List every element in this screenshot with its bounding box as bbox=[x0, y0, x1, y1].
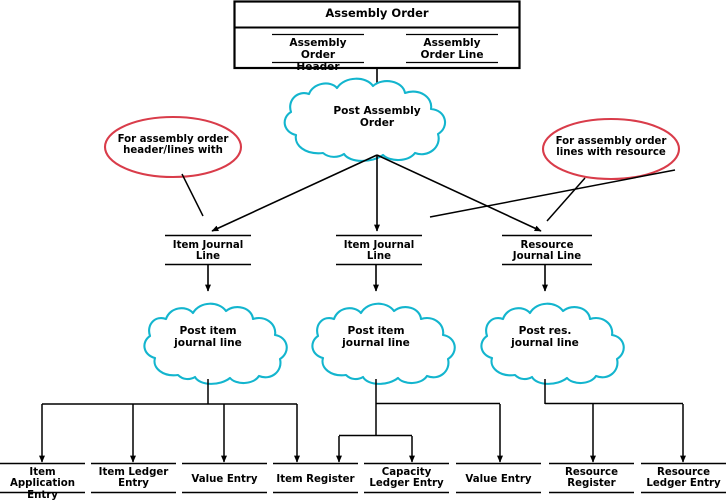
journal-line-2-rules bbox=[336, 234, 422, 292]
connector-bus-item-journal-1 bbox=[39, 379, 300, 463]
annotation-ellipse-header-lines bbox=[103, 115, 243, 217]
annotation-ellipse-lines-resource bbox=[541, 117, 681, 222]
cloud-post-assembly-order bbox=[283, 77, 447, 162]
resource-journal-line-rules bbox=[502, 234, 592, 292]
ledger-entry-rules bbox=[0, 462, 726, 494]
connector-resource-annotation-cross bbox=[429, 169, 676, 218]
cloud-post-res-journal-line bbox=[480, 302, 625, 385]
connector-bus-item-journal-2 bbox=[336, 379, 503, 463]
journal-line-1-rules bbox=[165, 234, 251, 292]
connector-post-assembly-to-resource-journal bbox=[376, 154, 542, 232]
assembly-order-box bbox=[233, 0, 521, 70]
cloud-post-item-journal-line-2 bbox=[311, 302, 456, 385]
connector-bus-resource-journal bbox=[544, 379, 686, 463]
connector-post-assembly-to-item-journal-1 bbox=[211, 154, 378, 232]
cloud-post-item-journal-line-1 bbox=[143, 302, 288, 385]
